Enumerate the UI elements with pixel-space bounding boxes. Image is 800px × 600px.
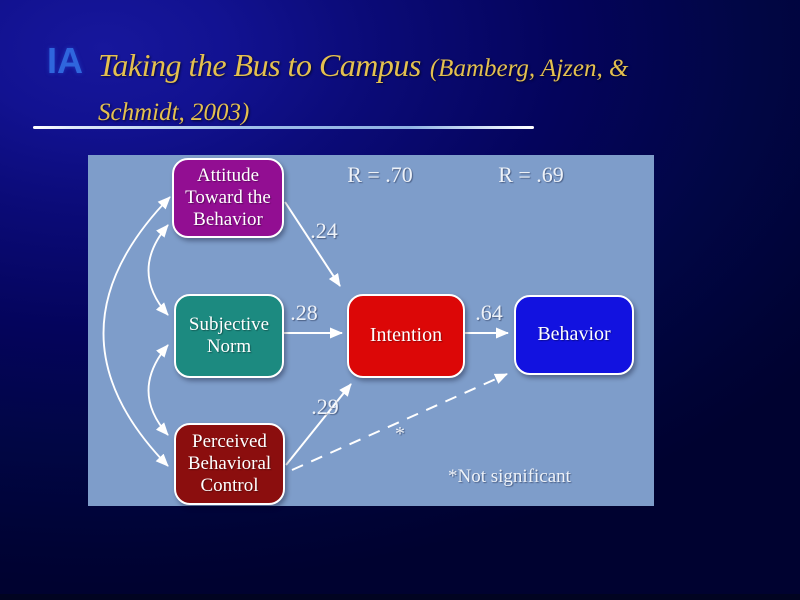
title-citation-part1: (Bamberg, Ajzen, &	[429, 55, 629, 82]
box-perceived-behavioral-control: Perceived Behavioral Control	[174, 423, 285, 505]
title-citation-part2: Schmidt, 2003)	[98, 99, 250, 126]
correlation-arc-attitude-sn	[147, 224, 169, 316]
coefficient-sn-intention: .28	[290, 300, 318, 325]
diagram-panel: Attitude Toward the Behavior Subjective …	[88, 155, 654, 506]
correlation-arc-sn-pbc	[147, 344, 169, 436]
not-significant-note: *Not significant	[448, 466, 571, 487]
logo-text: IA	[47, 40, 83, 81]
coefficient-pbc-intention: .29	[311, 394, 339, 419]
page-title: Taking the Bus to Campus (Bamberg, Ajzen,…	[98, 42, 698, 134]
r-squared-behavior-label: R = .69	[498, 162, 564, 187]
nonsignificant-asterisk: *	[395, 423, 405, 445]
r-squared-intention-label: R = .70	[347, 162, 413, 187]
arrow-attitude-to-intention	[284, 201, 341, 287]
coefficient-intention-behavior: .64	[475, 300, 503, 325]
title-line-1: Taking the Bus to Campus (Bamberg, Ajzen,…	[98, 42, 698, 95]
arrow-pbc-to-behavior-dashed	[291, 373, 508, 471]
arrow-pbc-to-intention	[285, 383, 352, 466]
title-main: Taking the Bus to Campus	[98, 47, 421, 83]
diagram-arrows-layer	[102, 196, 509, 471]
box-subjective-norm: Subjective Norm	[174, 294, 284, 378]
coefficient-attitude-intention: .24	[310, 218, 338, 243]
title-line-2: Schmidt, 2003)	[98, 95, 698, 134]
correlation-arc-attitude-pbc	[102, 196, 171, 467]
box-attitude-toward-behavior: Attitude Toward the Behavior	[172, 158, 284, 238]
slide-bottom-edge	[0, 594, 800, 600]
title-underline-rule	[33, 126, 534, 129]
box-intention: Intention	[347, 294, 465, 378]
box-behavior: Behavior	[514, 295, 634, 375]
